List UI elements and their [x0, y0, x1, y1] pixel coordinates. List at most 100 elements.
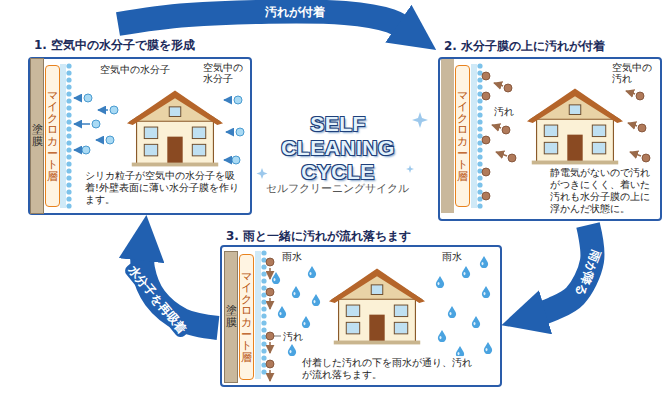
callout-text: 汚れ	[494, 106, 514, 117]
flow-arrow	[269, 268, 271, 279]
film-molecule	[477, 189, 482, 194]
dirt-arrows	[494, 83, 503, 86]
water-molecules	[84, 94, 92, 102]
raindrop	[278, 306, 286, 318]
dirt-particles	[636, 92, 644, 100]
flow-arrow	[269, 342, 271, 353]
panel2-art	[441, 59, 454, 213]
water-molecules	[82, 146, 90, 154]
film-molecule	[261, 369, 266, 374]
diagram-title: SELF CLEANING CYCLE	[252, 112, 424, 184]
film-molecule	[66, 98, 71, 103]
film-molecule	[261, 250, 266, 255]
film-molecule	[66, 140, 71, 145]
film-molecule	[66, 126, 71, 131]
raindrop	[438, 330, 446, 342]
film-molecule	[477, 84, 482, 89]
water-molecules	[92, 120, 100, 128]
film-molecule	[261, 327, 266, 332]
film-molecule	[66, 63, 71, 68]
film-molecule	[261, 306, 266, 311]
film-molecule	[477, 147, 482, 152]
attract-arrows	[98, 109, 108, 111]
callout-text: 空気中の 汚れ	[612, 62, 656, 84]
panel-heading: 2. 水分子膜の上に汚れが付着	[438, 38, 662, 54]
film-molecule	[66, 84, 71, 89]
callout-text: 汚れ	[283, 331, 303, 342]
panel3-art	[329, 269, 425, 345]
dirt-particles	[502, 84, 650, 162]
film-molecule	[261, 299, 266, 304]
panel-description: 静電気がないので汚れがつきにくく、着いた汚れも水分子膜の上に浮かんだ状態に。	[548, 166, 658, 216]
attract-arrows	[74, 149, 80, 151]
raindrop	[436, 276, 444, 288]
microcoat-band: マイクロカート層	[45, 65, 60, 207]
microcoat-band: マイクロカート層	[239, 254, 254, 380]
film-molecule	[261, 355, 266, 360]
film-molecule	[66, 112, 71, 117]
raindrop	[272, 272, 280, 284]
film-molecule	[66, 70, 71, 75]
film-molecule	[261, 285, 266, 290]
film-molecule	[261, 348, 266, 353]
dirt-particles	[642, 154, 650, 162]
water-molecules	[82, 94, 244, 164]
dirt-particle	[482, 192, 490, 200]
sparkles	[412, 112, 428, 128]
film-molecule	[66, 168, 71, 173]
dirt-particle	[482, 92, 490, 100]
flow-arrow	[269, 298, 271, 309]
raindrop	[480, 256, 488, 268]
film-molecule	[477, 98, 482, 103]
film-molecule	[477, 175, 482, 180]
callout-text: 空気中の水分子	[100, 64, 170, 75]
film-molecule	[477, 182, 482, 187]
attract-arrows	[74, 98, 234, 160]
band-label: マイクロカート層	[457, 90, 468, 182]
film-molecule	[66, 147, 71, 152]
raindrop	[312, 294, 320, 306]
raindrop	[288, 344, 296, 356]
microcoat-band: マイクロカート層	[455, 65, 470, 207]
film-molecule	[261, 271, 266, 276]
coating-band: 塗膜	[30, 58, 44, 214]
dirt-particle	[482, 168, 490, 176]
band-label: 塗膜	[32, 124, 43, 147]
film-molecule	[66, 189, 71, 194]
attract-arrows	[224, 99, 232, 101]
raindrop	[292, 286, 300, 298]
dirt-particles	[504, 84, 512, 92]
film-molecule	[66, 182, 71, 187]
film-molecule	[66, 77, 71, 82]
film-molecule	[477, 126, 482, 131]
film-molecule	[477, 63, 482, 68]
panel2-art	[527, 89, 623, 165]
attract-arrows	[74, 97, 82, 99]
panel1-art	[60, 64, 66, 208]
dirt-arrows	[626, 91, 635, 94]
film-molecule	[261, 313, 266, 318]
panel-heading: 3. 雨と一緒に汚れが流れ落ちます	[220, 228, 502, 244]
subtitle: セルフクリーニングサイクル	[266, 183, 409, 194]
panel3-art	[255, 251, 261, 379]
callout-text: 空気中の 水分子	[203, 62, 247, 84]
sparkles	[257, 168, 268, 179]
film-molecule	[66, 203, 71, 208]
callout-text: 雨水	[442, 251, 462, 262]
panel-description: 付着した汚れの下を雨水が通り、汚れが流れ落ちます。	[300, 356, 480, 382]
water-molecules	[110, 106, 118, 114]
dirt-particle	[266, 332, 274, 340]
dirt-particles	[508, 154, 516, 162]
sparkles	[406, 165, 414, 173]
dirt-particle	[266, 258, 274, 266]
raindrop	[302, 316, 310, 328]
arrow-label: 水分子を再吸着	[122, 261, 191, 340]
film-molecule	[66, 196, 71, 201]
dirt-particle	[266, 360, 274, 368]
dirt-arrows	[630, 152, 641, 156]
dirt-particles	[502, 126, 510, 134]
raindrop	[308, 266, 316, 278]
attract-arrows	[96, 139, 104, 141]
water-molecules	[236, 128, 244, 136]
arrow-label: 汚れが付着	[262, 4, 328, 19]
